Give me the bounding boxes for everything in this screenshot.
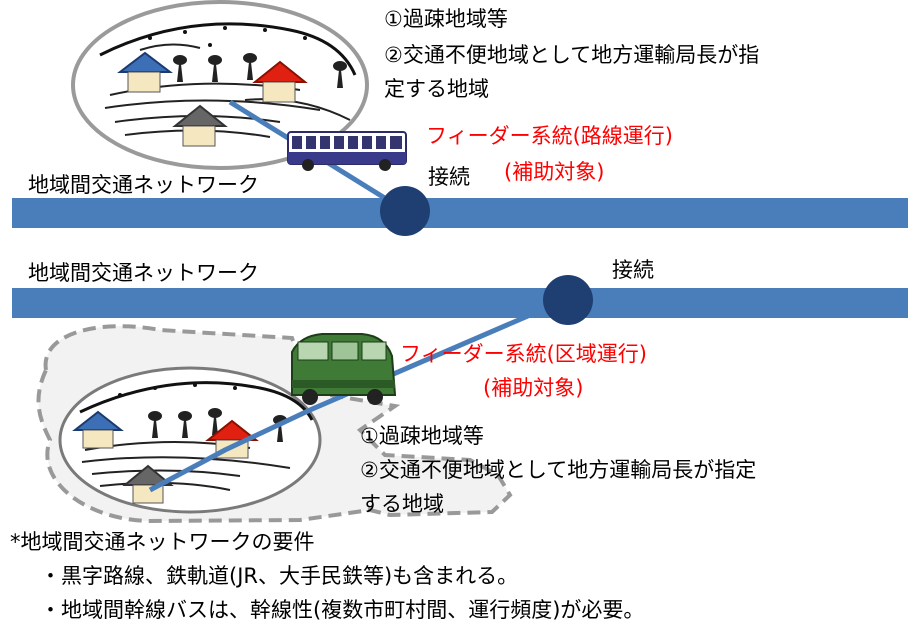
bottom-subsidy-label: (補助対象) [483,376,584,400]
top-house-blue-icon [117,51,173,93]
bottom-feeder-connector [148,297,566,493]
top-network-label: 地域間交通ネットワーク [28,173,259,197]
top-house-gray-icon [172,104,228,147]
van-icon [291,333,397,405]
top-area-circle [71,0,369,170]
bottom-network-label: 地域間交通ネットワーク [28,261,259,285]
top-area-label-1: ①過疎地域等 [384,7,508,31]
top-area-label-2a: ②交通不便地域として地方運輸局長が指 [384,43,760,67]
notes-item-2: ・地域間幹線バスは、幹線性(複数市町村間、運行頻度)が必要。 [40,598,645,622]
top-subsidy-label: (補助対象) [504,160,605,184]
top-area-label-2b: 定する地域 [384,77,489,101]
notes-item-1: ・黒字路線、鉄軌道(JR、大手民鉄等)も含まれる。 [40,564,519,588]
bottom-connection-node [543,275,593,325]
bottom-area-label-1: ①過疎地域等 [360,424,484,448]
bottom-connection-label: 接続 [612,258,654,282]
top-connection-node [380,186,430,236]
bottom-network-line [12,288,908,318]
top-feeder-label: フィーダー系統(路線運行) [426,124,673,148]
bottom-house-blue-icon [72,410,124,449]
bottom-house-gray-icon [122,464,174,504]
bottom-area-label-2b: する地域 [360,492,444,516]
bottom-feeder-label: フィーダー系統(区域運行) [400,342,647,366]
notes-heading: *地域間交通ネットワークの要件 [10,530,315,554]
top-network-line [12,198,908,228]
top-connection-label: 接続 [428,165,470,189]
bottom-area-label-2a: ②交通不便地域として地方運輸局長が指定 [360,458,757,482]
bus-icon [287,131,407,171]
top-house-red-icon [252,60,308,103]
bottom-area-circle [58,366,322,514]
